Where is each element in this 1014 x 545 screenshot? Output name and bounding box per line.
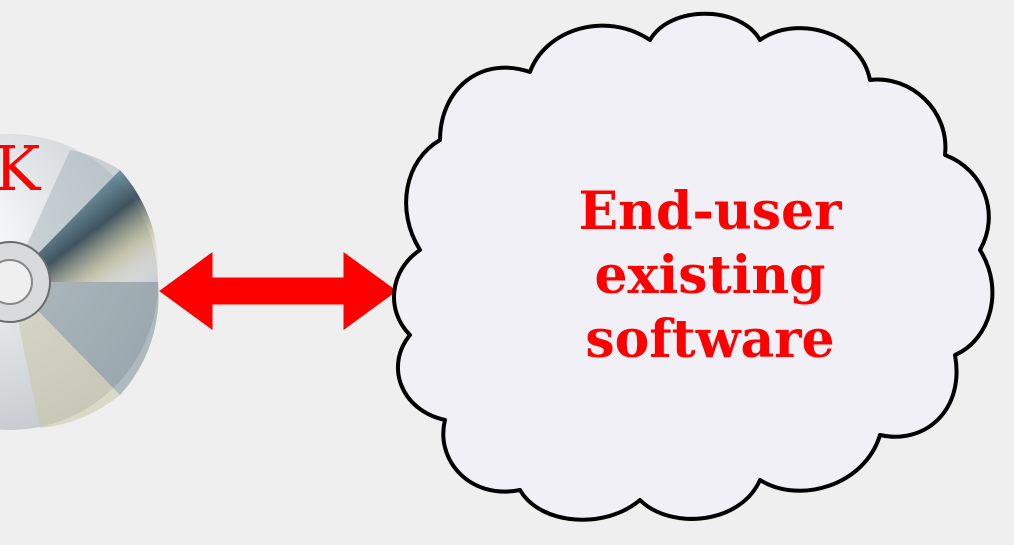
cloud-label-line-3: software — [585, 309, 835, 370]
double-arrow-connector — [159, 252, 397, 330]
disc-label-text: K — [0, 132, 41, 205]
cloud-label-line-1: End-user — [578, 181, 842, 242]
cloud-label-line-2: existing — [594, 245, 826, 306]
cloud-label: End-user existing software — [560, 180, 860, 372]
cd-disc-icon — [0, 134, 159, 430]
cloud-shape — [392, 11, 995, 522]
